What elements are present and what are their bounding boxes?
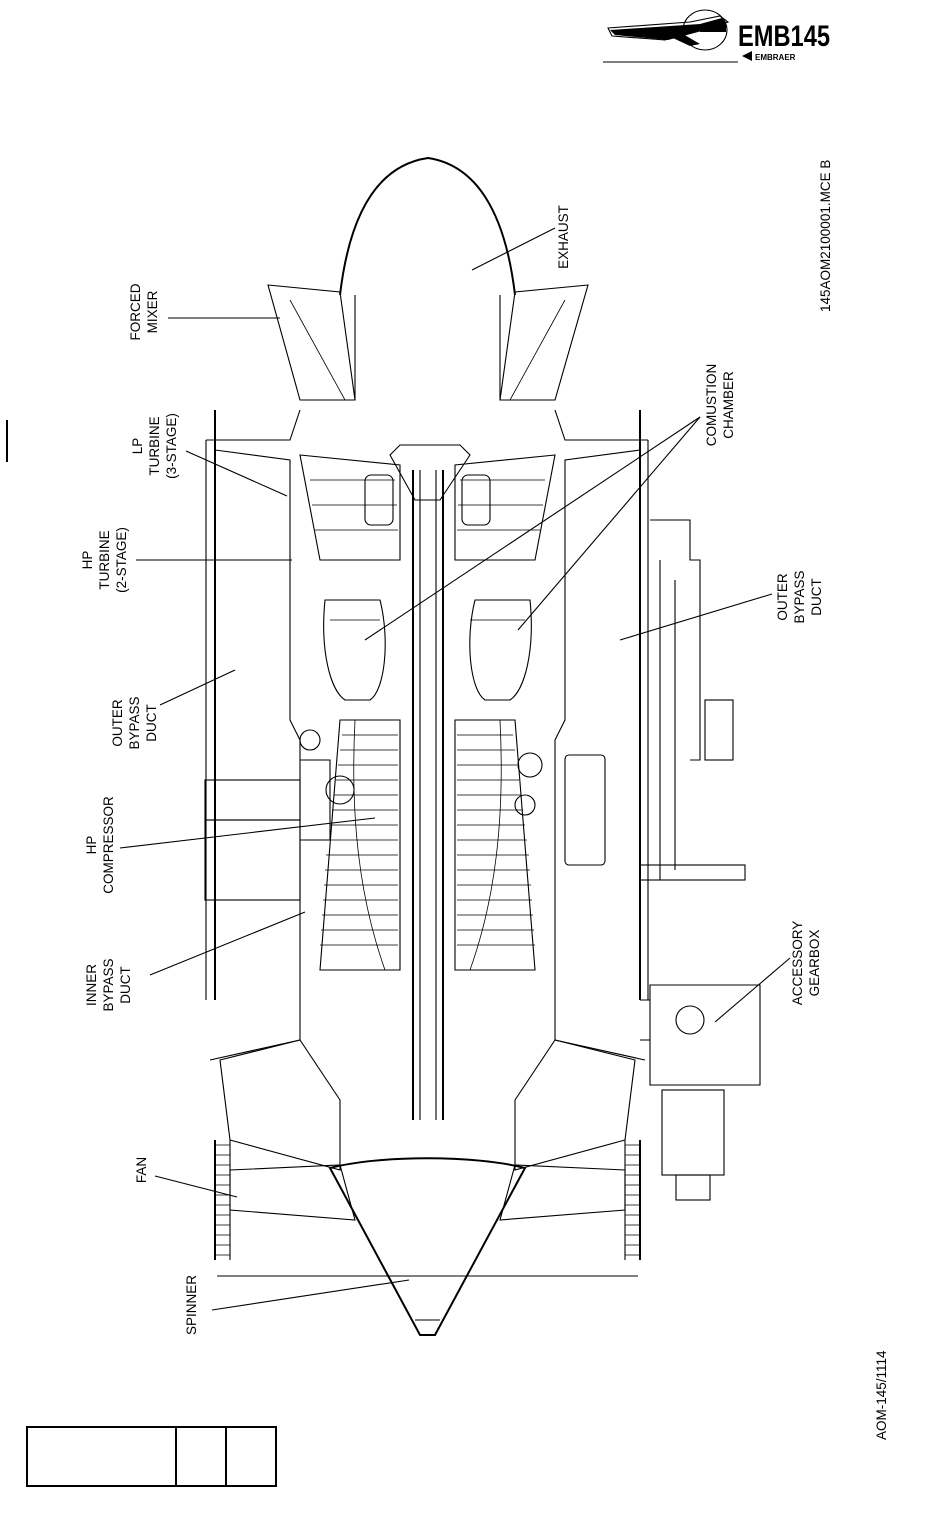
- svg-text:OUTER: OUTER: [110, 699, 125, 747]
- svg-text:DUCT: DUCT: [118, 966, 133, 1004]
- engine-outline: [205, 158, 760, 1335]
- logo-text: EMB145: [738, 20, 830, 53]
- svg-text:FAN: FAN: [134, 1157, 149, 1183]
- svg-text:BYPASS: BYPASS: [792, 570, 807, 623]
- label-combustion-chamber: COMUSTION CHAMBER: [704, 364, 736, 447]
- svg-text:BYPASS: BYPASS: [101, 958, 116, 1011]
- label-hp-turbine: HP TURBINE (2-STAGE): [80, 527, 129, 593]
- svg-text:COMUSTION: COMUSTION: [704, 364, 719, 447]
- svg-text:HP: HP: [80, 551, 95, 570]
- brand-text: EMBRAER: [755, 53, 796, 62]
- label-inner-bypass-duct: INNER BYPASS DUCT: [84, 958, 133, 1011]
- svg-text:INNER: INNER: [84, 964, 99, 1006]
- svg-text:HP: HP: [84, 836, 99, 855]
- svg-text:GEARBOX: GEARBOX: [807, 930, 822, 997]
- figure-code: 145AOM2100001.MCE B: [818, 160, 833, 312]
- label-accessory-gearbox: ACCESSORY GEARBOX: [790, 921, 822, 1006]
- svg-text:(2-STAGE): (2-STAGE): [114, 527, 129, 593]
- svg-text:COMPRESSOR: COMPRESSOR: [101, 796, 116, 894]
- svg-text:MIXER: MIXER: [145, 290, 160, 333]
- svg-text:DUCT: DUCT: [144, 704, 159, 742]
- svg-text:OUTER: OUTER: [775, 573, 790, 621]
- label-exhaust: EXHAUST: [556, 205, 571, 269]
- emb145-logo: EMB145 EMBRAER: [603, 10, 830, 62]
- page-code: AOM-145/1114: [874, 1350, 889, 1440]
- label-forced-mixer: FORCED MIXER: [128, 283, 160, 340]
- svg-text:DUCT: DUCT: [809, 578, 824, 616]
- label-outer-bypass-duct-left: OUTER BYPASS DUCT: [110, 696, 159, 749]
- label-outer-bypass-duct-right: OUTER BYPASS DUCT: [775, 570, 824, 623]
- svg-text:SPINNER: SPINNER: [184, 1275, 199, 1335]
- revision-box: [27, 1427, 276, 1486]
- svg-text:LP: LP: [130, 438, 145, 455]
- label-fan: FAN: [134, 1157, 149, 1183]
- aircraft-silhouette-icon: [608, 10, 728, 50]
- svg-text:ACCESSORY: ACCESSORY: [790, 921, 805, 1006]
- svg-text:TURBINE: TURBINE: [147, 416, 162, 475]
- svg-text:(3-STAGE): (3-STAGE): [164, 413, 179, 479]
- label-spinner: SPINNER: [184, 1275, 199, 1335]
- label-lp-turbine: LP TURBINE (3-STAGE): [130, 413, 179, 479]
- svg-text:BYPASS: BYPASS: [127, 696, 142, 749]
- svg-text:FORCED: FORCED: [128, 283, 143, 340]
- svg-text:TURBINE: TURBINE: [97, 530, 112, 589]
- svg-text:CHAMBER: CHAMBER: [721, 371, 736, 439]
- label-hp-compressor: HP COMPRESSOR: [84, 796, 116, 894]
- svg-text:EXHAUST: EXHAUST: [556, 205, 571, 269]
